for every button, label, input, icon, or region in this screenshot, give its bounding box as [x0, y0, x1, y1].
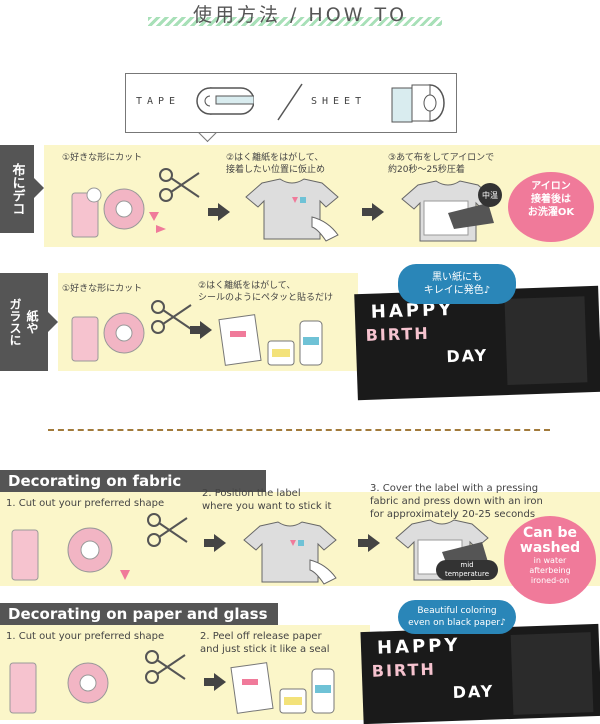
tape-sheet-selector: TAPE SHEET: [125, 73, 457, 133]
birthday-card-image-2: HAPPY BIRTH DAY: [360, 623, 600, 724]
en-paper-panel: 1. Cut out your preferred shape 2. Peel …: [0, 625, 370, 720]
card-text-mid: BIRTH: [365, 323, 431, 345]
jp-fabric-step-3: ③あて布をしてアイロンで 約20秒～25秒圧着: [388, 153, 495, 175]
pink-tape-icon-2: [66, 307, 146, 371]
side-pointer-2: [48, 312, 58, 332]
arrow-icon-2: [362, 203, 384, 225]
iron-tshirt-icon: [398, 179, 498, 249]
title-underline-stripe: [148, 17, 442, 26]
tshirt-icon: [242, 177, 342, 247]
en-black-paper-bubble: Beautiful coloring even on black paper♪: [398, 600, 516, 634]
card-text-bot: DAY: [446, 345, 489, 367]
arrow-icon: [208, 203, 230, 225]
arrow-icon-4: [204, 534, 226, 556]
cut-shapes-icon: [144, 207, 174, 241]
arrow-icon-6: [204, 673, 226, 695]
pink-tape-icon: [66, 183, 146, 247]
jp-fabric-step-1: ①好きな形にカット: [62, 153, 143, 163]
jp-paper-side-text-1: 紙や: [25, 310, 39, 334]
en-iron-temp-badge: mid temperature: [436, 560, 498, 580]
pink-tape-icon-3: [8, 520, 138, 590]
sheet-label: SHEET: [311, 96, 367, 107]
jp-paper-step-1: ①好きな形にカット: [62, 284, 143, 294]
sheet-roll-icon: [388, 82, 448, 124]
tape-roll-icon: [196, 87, 255, 115]
arrow-icon-5: [358, 534, 380, 556]
card2-text-mid: BIRTH: [371, 659, 437, 681]
pink-tape-icon-4: [6, 653, 116, 723]
page-title: 使用方法 / HOW TO: [192, 4, 408, 26]
card2-text-bot: DAY: [452, 681, 495, 702]
tshirt-icon-2: [240, 520, 340, 590]
en-fabric-step-2: 2. Position the label where you want to …: [202, 488, 332, 512]
jp-paper-step-2: ②はく離紙をはがして、 シールのようにペタッと貼るだけ: [198, 281, 334, 303]
jp-paper-side-text-2: ガラスに: [8, 298, 22, 346]
scissors-icon: [154, 167, 204, 211]
en-fabric-step-1: 1. Cut out your preferred shape: [6, 498, 165, 509]
scissors-icon-2: [146, 299, 196, 343]
iron-temp-badge: 中温: [478, 183, 502, 207]
en-wash-badge: Can be washed in water afterbeing ironed…: [504, 516, 596, 604]
notebook-jar-icon: [218, 313, 328, 373]
slash-divider: [276, 82, 304, 122]
en-paper-header: Decorating on paper and glass: [0, 603, 278, 625]
jp-black-paper-bubble: 黒い紙にも キレイに発色♪: [398, 264, 516, 304]
en-wash-sub: in water afterbeing ironed-on: [529, 556, 571, 585]
en-paper-step-1: 1. Cut out your preferred shape: [6, 631, 165, 642]
en-fabric-header: Decorating on fabric: [0, 470, 266, 492]
en-fabric-step-3: 3. Cover the label with a pressing fabri…: [370, 483, 543, 520]
en-wash-title: Can be washed: [519, 525, 581, 556]
card-right-page: [504, 296, 588, 385]
scissors-icon-3: [142, 512, 192, 556]
jp-paper-side-label: ガラスに 紙や: [0, 273, 48, 371]
jp-fabric-panel: ①好きな形にカット ②はく離紙をはがして、 接着したい位置に仮止め ③あて布をし…: [44, 145, 600, 247]
arrow-icon-3: [190, 321, 212, 343]
en-paper-step-2: 2. Peel off release paper and just stick…: [200, 631, 330, 655]
scissors-icon-4: [140, 649, 190, 693]
jp-fabric-side-text: 布にデコ: [9, 163, 25, 215]
notebook-jar-icon-2: [230, 661, 340, 721]
jp-paper-panel: ①好きな形にカット ②はく離紙をはがして、 シールのようにペタッと貼るだけ: [58, 273, 358, 371]
jp-fabric-side-label: 布にデコ: [0, 145, 34, 233]
section-divider: [48, 429, 550, 431]
jp-wash-badge: アイロン 接着後は お洗濯OK: [508, 172, 594, 242]
card2-text-top: HAPPY: [376, 634, 461, 659]
card2-right-page: [510, 632, 594, 715]
jp-fabric-step-2: ②はく離紙をはがして、 接着したい位置に仮止め: [226, 153, 326, 175]
tape-label: TAPE: [136, 96, 181, 107]
side-pointer: [34, 178, 44, 198]
en-fabric-panel: 1. Cut out your preferred shape 2. Posit…: [0, 483, 600, 586]
